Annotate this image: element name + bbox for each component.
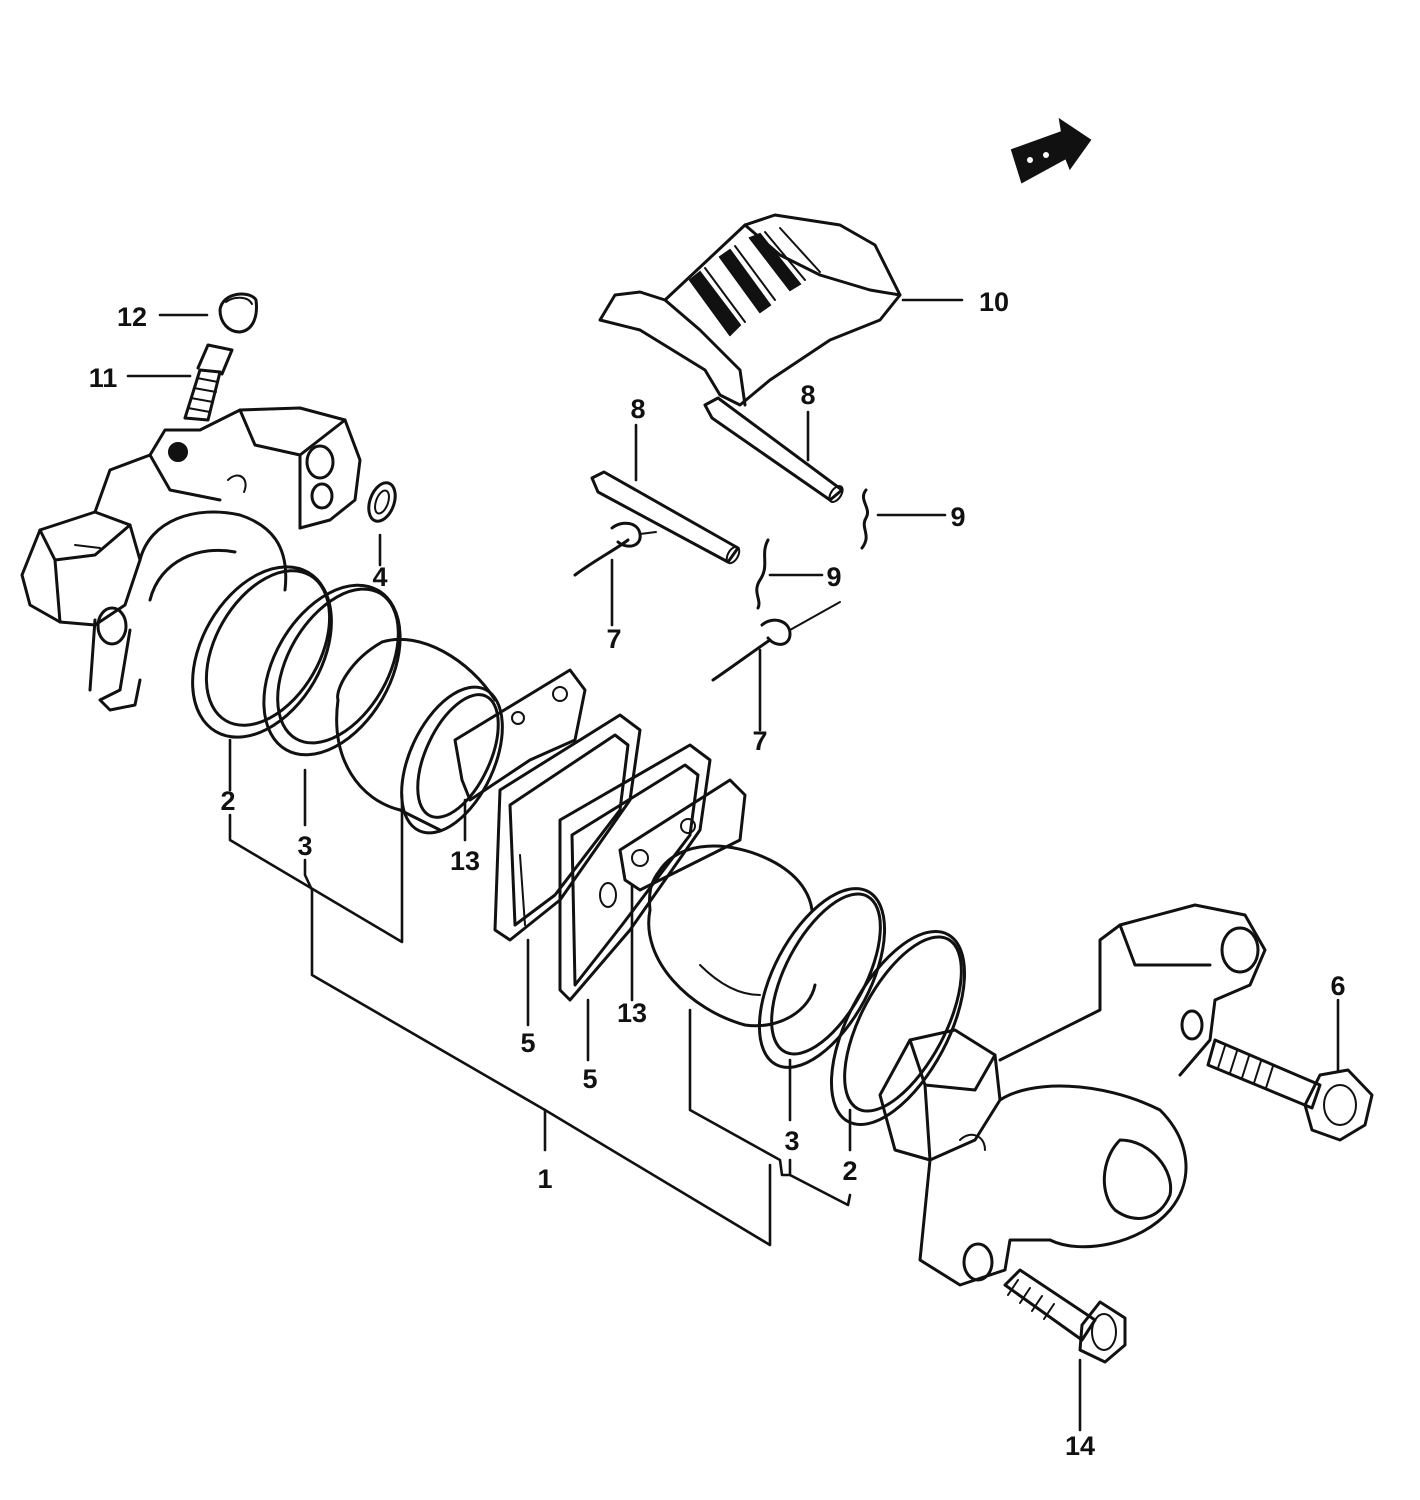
callout-14: 14 xyxy=(1065,1431,1095,1461)
callout-5-right: 5 xyxy=(582,1064,597,1094)
callout-labels: 10 12 11 4 8 8 9 9 7 7 2 3 13 5 5 13 1 3… xyxy=(89,287,1346,1461)
callout-10: 10 xyxy=(979,287,1009,317)
callout-3-right: 3 xyxy=(784,1126,799,1156)
dust-seal-3-left xyxy=(262,583,402,757)
callout-6: 6 xyxy=(1330,971,1345,1001)
pin-spring-7-upper xyxy=(573,521,657,577)
callout-8-lower: 8 xyxy=(630,394,645,424)
o-ring-4 xyxy=(367,481,397,523)
callout-13-left: 13 xyxy=(450,846,480,876)
callout-2-left: 2 xyxy=(220,786,235,816)
pin-clip-9-lower xyxy=(755,538,770,610)
callout-12: 12 xyxy=(117,302,147,332)
callout-2-right: 2 xyxy=(842,1156,857,1186)
callout-5-left: 5 xyxy=(520,1028,535,1058)
brake-pad-5-left xyxy=(493,713,642,942)
callout-4: 4 xyxy=(372,562,387,592)
callout-7-lower: 7 xyxy=(752,726,767,756)
pad-spring-10 xyxy=(598,213,902,407)
pin-clip-9-upper xyxy=(860,488,869,550)
pin-spring-7-lower xyxy=(711,601,841,682)
callout-1: 1 xyxy=(537,1164,552,1194)
callout-7-upper: 7 xyxy=(606,624,621,654)
right-caliper-half xyxy=(878,903,1267,1287)
piston-left xyxy=(335,637,504,835)
callout-9-lower: 9 xyxy=(826,562,841,592)
brake-pad-5-right xyxy=(558,743,712,1002)
callout-9-upper: 9 xyxy=(950,502,965,532)
callout-8-upper: 8 xyxy=(800,380,815,410)
callout-11: 11 xyxy=(89,363,118,393)
piston-right xyxy=(647,844,817,1028)
piston-seal-2-right xyxy=(829,930,967,1126)
bleeder-screw-11 xyxy=(183,343,234,422)
callout-3-left: 3 xyxy=(297,831,312,861)
mounting-bolt-6 xyxy=(1206,1038,1374,1142)
left-caliper-half xyxy=(20,406,362,712)
bleeder-cap-12 xyxy=(218,292,258,334)
pad-pin-8-upper xyxy=(703,396,844,503)
callout-13-right: 13 xyxy=(617,998,647,1028)
front-direction-arrow-icon xyxy=(1010,117,1092,184)
pad-shim-13-right xyxy=(618,778,747,892)
leader-lines xyxy=(126,298,1340,1432)
pad-shim-13-left xyxy=(453,668,587,802)
piston-seal-2-left xyxy=(191,565,333,739)
pad-pin-8-lower xyxy=(590,470,741,565)
mounting-bolt-14 xyxy=(1003,1268,1127,1364)
